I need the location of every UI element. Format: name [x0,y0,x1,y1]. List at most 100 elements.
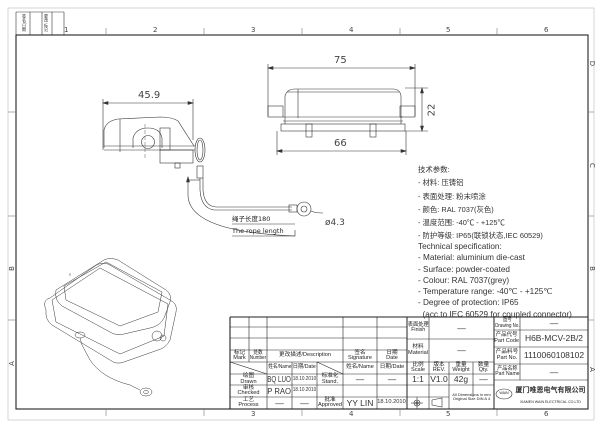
title-block-drawing-no-label: 图号 Drawing No. [494,317,520,329]
title-block-finish-value: — [457,322,466,333]
title-block-cell-company-logo: WAIN [496,391,512,397]
spec-zh: 技术参数: - 材料: 压铸铝 - 表面处理: 粉末喷涂 - 颜色: RAL 7… [418,163,584,243]
title-block-company-en: XIAMEN WAIN ELECTRICAL CO.LTD [520,400,581,405]
spec-en-item: - Colour: RAL 7037(grey) [418,275,510,285]
title-block-scale-label: 比例 Scale [411,361,425,373]
title-block-cell-mark: 标记 Mark [230,350,249,362]
title-block-cell-material-label: 材料 Material [407,339,429,362]
title-block-cell-approved-name: YY LIN [343,397,377,409]
title-block-cell-part-no-label: 产品料号 Part No. [494,347,520,364]
title-block-part-code-label: 产品代号 Part Code [494,332,520,344]
title-block-cell-finish-label: 表面处理 Finish [407,317,429,339]
company-logo-icon [495,388,513,400]
title-block-drawn-name: BQ LUO [267,374,292,385]
title-block-cell-scale-label: 比例 Scale [407,362,429,374]
title-block-cell-scale-value: 1:1 [407,374,429,385]
front-view [266,64,428,155]
title-block-cell-qty-label: 数量 Qty. [473,362,494,374]
title-block-cell-finish-value: — [429,317,494,339]
grid-ticks [8,28,594,416]
title-block-cell-checked: 审核 Checked [230,385,267,397]
dimension-66: 66 [334,138,347,149]
title-block-cell-stand-date: — [377,374,407,385]
column-label-3-bottom: 3 [251,410,256,418]
title-block-cell-process-name: — [267,397,292,409]
row-label-b: B [587,266,596,271]
column-label-6-bottom: 6 [544,410,549,418]
revision-strip [15,11,65,35]
column-label-3: 3 [251,26,256,34]
title-block-description: 更改描述/Description [279,352,331,359]
title-block-stand-date: — [387,374,397,385]
title-block-signature: 签名 Signature [348,349,372,361]
side-view [101,99,324,237]
title-block-cell-date: 日期 Date [377,350,407,362]
title-block-material-label: 材料 Material [408,344,428,356]
title-block-date-col2: 日期/Date [379,364,405,371]
title-block-cell-description: 更改描述/Description [267,350,343,362]
title-block-number: 处数 Number [249,349,267,361]
spec-zh-item: - 颜色: RAL 7037(灰色) [418,204,494,214]
title-block-company-zh: 厦门唯恩电气有限公司 [515,386,586,394]
title-block-checked-date: 18.10.2010 [292,387,317,394]
title-block-cell-checked-name: P RAO [267,385,292,397]
title-block-cell-name-col2: 姓名/Name [343,362,377,374]
title-block-stand-name: — [355,374,365,385]
title-block-cell-part-code-value: H6B-MCV-2B/2 [520,330,588,347]
title-block-date-col: 日期/Date [292,364,317,371]
title-block-cell-stand: 标准化 Stand. [317,373,343,385]
title-block-cell-rev-value: V1.0 [429,374,449,385]
title-block-cell-weight-value: 42g [449,374,473,385]
corner-label-2: 更改 标记 [44,14,49,32]
title-block-mark: 标记 Mark [233,349,246,361]
title-block-qty-label: 数量 Qty. [477,361,490,373]
title-block-part-no-label: 产品料号 Part No. [495,349,519,361]
title-block-approved-name: YY LIN [346,397,374,408]
title-block-weight-value: 42g [453,374,469,385]
title-block-cell-weight-label: 重量 Weight [449,362,473,374]
title-block-cell-rev-label: 版本 REV. [429,362,449,374]
rope-length-zh: 绳子长度180 [232,215,271,223]
title-block-cell-process: 工艺 Process [230,397,267,409]
title-block-cell-dims-note: All Dimensions in mm Original Size DIN A… [449,385,494,409]
title-block-part-name-label: 产品名称 Part Name [494,365,520,377]
title-block-cell-process-date: — [292,397,317,409]
spec-zh-item: - 防护等级: IP65(联锁状态,IEC 60529) [418,231,543,241]
spec-zh-item: - 表面处理: 粉末喷涂 [418,191,486,201]
title-block-cell-approved-date: 18.10.2010 [377,397,407,409]
column-label-2: 2 [153,26,158,34]
outer-frame [7,7,595,421]
row-label-d: D [588,60,597,67]
title-block-stand: 标准化 Stand. [321,373,339,385]
dimension-75: 75 [334,55,347,66]
column-label-5: 5 [446,26,451,34]
spec-en-item: - Temperature range: -40℃ - +125℃ [418,287,553,297]
title-block-cell-company-en: XIAMEN WAIN ELECTRICAL CO.LTD [513,398,588,408]
title-block-cell-checked-date: 18.10.2010 [292,385,317,397]
title-block-cell-drawing-no-label: 图号 Drawing No. [494,317,520,330]
title-block-checked-name: P RAO [267,385,292,396]
corner-label-1: 签名/日期 [22,14,27,32]
title-block-material-value: — [457,345,466,356]
title-block-part-name-value: — [549,366,559,377]
title-block-approved: 批准 Approved [318,396,342,408]
title-block-cell-date-col: 日期/Date [292,362,317,374]
title-block-cell-signature: 签名 Signature [343,350,377,362]
spec-zh-title: 技术参数: [418,165,450,174]
title-block-date: 日期 Date [386,349,398,361]
title-block-part-no-value: 1110060108102 [523,350,585,361]
row-label-a: A [587,367,596,372]
rope-length-en: The rope length [232,226,284,235]
title-block-finish-label: 表面处理 Finish [407,321,429,333]
row-label-c: C [587,163,596,168]
title-block-cell-date-col2: 日期/Date [377,362,407,374]
title-block-grid [229,316,588,410]
title-block-drawn-date: 18.10.2010 [292,375,317,382]
spec-en-item: - Material: aluminium die-cast [418,253,525,263]
title-block-drawn: 绘图 Drawn [240,373,257,385]
title-block-process-date: — [300,397,309,408]
title-block-part-code-value: H6B-MCV-2B/2 [524,333,584,344]
title-block-rev-value: V1.0 [430,374,448,385]
title-block-cell-company-zh: 厦门唯恩电气有限公司 [513,383,588,397]
title-block-cell-number: 处数 Number [249,350,267,362]
